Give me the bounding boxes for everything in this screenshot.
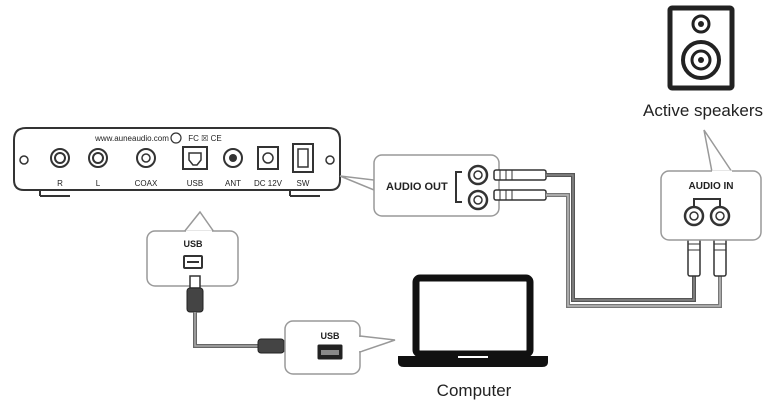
speakers-label: Active speakers [643,101,763,120]
port-label-ant: ANT [225,179,241,188]
usb-b-port-detail-icon [183,255,203,269]
rca-output-bottom-icon [467,189,489,211]
usb-b-port-icon [182,146,208,170]
port-label-sw: SW [297,179,310,188]
port-label-dc: DC 12V [254,179,283,188]
rca-jack-l-icon [88,148,108,168]
port-label-r: R [57,179,63,188]
port-label-usb: USB [187,179,203,188]
usb-computer-callout: USB [284,320,396,375]
usb-a-port-icon [317,344,343,360]
audio-out-label: AUDIO OUT [386,181,448,193]
port-label-coax: COAX [135,179,158,188]
speaker-icon [667,5,735,91]
rca-cable [493,169,727,308]
audio-in-callout: AUDIO IN [660,129,762,241]
certification-marks: FC ☒ CE [188,134,221,143]
power-switch-icon [292,143,314,173]
computer-label: Computer [437,381,512,400]
audio-in-label: AUDIO IN [689,181,734,192]
rca-input-right-icon [709,205,731,227]
usb-cable [186,275,301,354]
port-label-l: L [96,179,101,188]
usb-computer-label: USB [320,331,340,341]
device-website: www.auneaudio.com [94,134,169,143]
screw-icon [170,132,182,144]
usb-device-callout: USB [146,210,239,287]
dac-device: www.auneaudio.com FC ☒ CE [13,127,341,197]
antenna-jack-icon [223,148,243,168]
rca-input-left-icon [683,205,705,227]
rca-output-top-icon [467,164,489,186]
usb-device-label: USB [183,239,203,249]
coax-jack-icon [136,148,156,168]
rca-jack-r-icon [50,148,70,168]
audio-out-callout: AUDIO OUT [339,154,500,217]
laptop-icon [398,274,548,367]
dc-power-jack-icon [257,146,279,170]
